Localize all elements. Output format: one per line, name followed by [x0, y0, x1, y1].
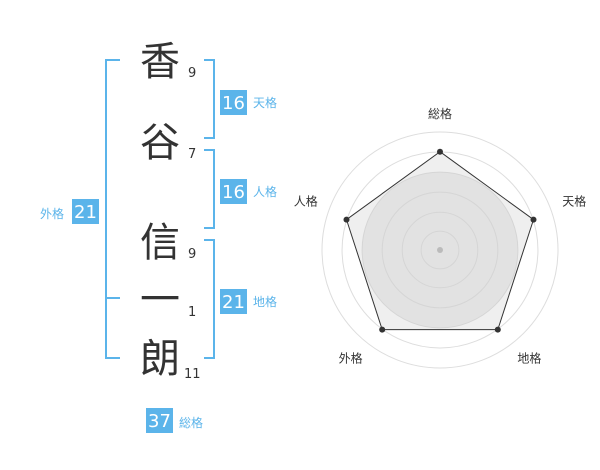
stroke-count-3: 9 — [188, 247, 196, 262]
tenkaku-badge-box — [220, 90, 247, 115]
chikaku-badge-box — [220, 289, 247, 314]
name-char-2: 谷 — [140, 120, 180, 166]
radar-center-dot — [437, 247, 443, 253]
radar-point-1 — [437, 148, 443, 155]
stroke-count-2: 7 — [188, 147, 196, 162]
gaikaku-badge-box — [72, 199, 99, 224]
radar-axis-label-3: 地格 — [517, 350, 541, 365]
radar-series-polygon — [345, 151, 535, 331]
chikaku-bracket — [204, 239, 215, 359]
radar-ring-4 — [361, 171, 519, 329]
gaikaku-badge: 外格 21 — [40, 199, 99, 224]
radar-ring-6 — [321, 131, 559, 369]
tenkaku-badge: 16 天格 — [220, 90, 277, 115]
soukaku-badge-box — [146, 408, 173, 433]
name-char-1: 香 — [140, 39, 180, 85]
gaikaku-label: 外格 — [40, 206, 64, 221]
radar-ring-1 — [420, 230, 460, 270]
gaikaku-bracket — [105, 59, 120, 359]
stroke-count-4: 1 — [188, 305, 196, 320]
radar-ring-2 — [401, 211, 479, 289]
tenkaku-label: 天格 — [253, 95, 277, 110]
tenkaku-bracket — [204, 59, 215, 139]
name-char-5: 朗 — [140, 336, 180, 382]
radar-point-3 — [494, 326, 501, 333]
stroke-count-1: 9 — [188, 66, 196, 81]
jinkaku-bracket — [204, 149, 215, 229]
radar-axis-label-2: 天格 — [562, 194, 586, 209]
fortune-brackets — [105, 59, 215, 359]
stroke-count-5: 11 — [184, 367, 201, 382]
radar-axis-label-1: 総格 — [428, 106, 452, 121]
chikaku-badge: 21 地格 — [220, 289, 277, 314]
radar-axis-label-5: 人格 — [294, 194, 318, 209]
radar-point-2 — [530, 216, 537, 223]
gaikaku-value: 21 — [74, 202, 97, 223]
jinkaku-badge: 16 人格 — [220, 179, 277, 204]
soukaku-badge: 37 総格 — [146, 408, 203, 433]
radar-ring-3 — [381, 191, 499, 309]
radar-series — [343, 148, 537, 333]
chikaku-value: 21 — [222, 292, 245, 313]
radar-axis-label-4: 外格 — [339, 350, 363, 365]
jinkaku-badge-box — [220, 179, 247, 204]
soukaku-value: 37 — [148, 411, 171, 432]
soukaku-label: 総格 — [179, 415, 203, 430]
chikaku-label: 地格 — [253, 294, 277, 309]
jinkaku-label: 人格 — [253, 184, 277, 199]
tenkaku-value: 16 — [222, 93, 245, 114]
jinkaku-value: 16 — [222, 182, 245, 203]
name-column: 香 9 谷 7 信 9 一 1 朗 11 — [140, 39, 201, 382]
radar-point-5 — [343, 216, 350, 223]
radar-point-4 — [379, 326, 386, 333]
name-char-3: 信 — [140, 220, 180, 266]
name-char-4: 一 — [140, 277, 180, 323]
